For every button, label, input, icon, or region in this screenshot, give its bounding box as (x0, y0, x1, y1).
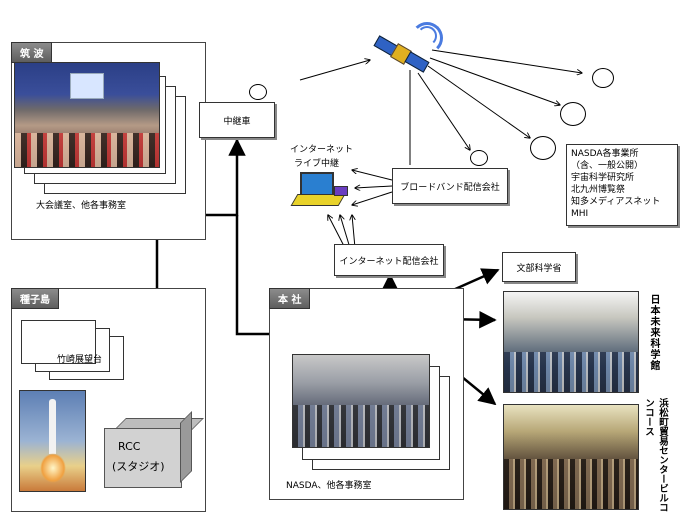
observatory-label: 竹崎展望台 (57, 355, 103, 365)
conference-hall-photo (14, 62, 160, 168)
rocket-icon (49, 399, 56, 454)
internet-live-label-1: インターネット (290, 145, 354, 155)
office-photo (292, 354, 430, 448)
stack-card (21, 320, 96, 364)
hamamatsucho-photo (503, 404, 639, 510)
satellite-icon (373, 22, 443, 74)
receiver-line: MHI (571, 209, 589, 219)
honsha-caption: NASDA、他各事務室 (286, 481, 372, 491)
rcc-label-2: (スタジオ) (112, 460, 165, 473)
panel-tanegashima-title: 種子島 (11, 288, 59, 309)
receiver-line: 北九州博覧祭 (571, 185, 626, 195)
dish-icon (470, 150, 488, 166)
miraikan-label: 日本未来科学館 (648, 294, 659, 371)
receiver-line: （含、一般公開） (571, 161, 644, 171)
relay-car-box: 中継車 (199, 102, 275, 138)
laptop-icon (290, 172, 350, 208)
receivers-list: NASDA各事業所 （含、一般公開） 宇宙科学研究所 北九州博覧祭 知多メディア… (566, 144, 678, 226)
dish-icon (592, 68, 614, 88)
internet-dist-box: インターネット配信会社 (334, 244, 444, 276)
receiver-line: 知多メディアスネット (571, 197, 661, 207)
panel-honsha-title: 本 社 (269, 288, 311, 309)
receiver-line: 宇宙科学研究所 (571, 173, 635, 183)
rocket-launch-photo (19, 390, 86, 492)
rcc-studio-box: RCC (スタジオ) (104, 411, 204, 488)
mext-box: 文部科学省 (502, 252, 576, 282)
broadband-box: ブロードバンド配信会社 (392, 168, 508, 204)
receiver-line: NASDA各事業所 (571, 149, 639, 159)
panel-tsukuba-title: 筑 波 (11, 42, 53, 63)
rcc-label-1: RCC (118, 440, 141, 453)
miraikan-photo (503, 291, 639, 393)
internet-live-label-2: ライブ中継 (294, 159, 340, 169)
tsukuba-caption: 大会議室、他各事務室 (36, 201, 127, 211)
hamamatsucho-label: 浜松町貿易センタービルコンコース (643, 398, 668, 512)
dish-icon (530, 136, 556, 160)
dish-icon (560, 102, 586, 126)
dish-icon (249, 84, 267, 100)
